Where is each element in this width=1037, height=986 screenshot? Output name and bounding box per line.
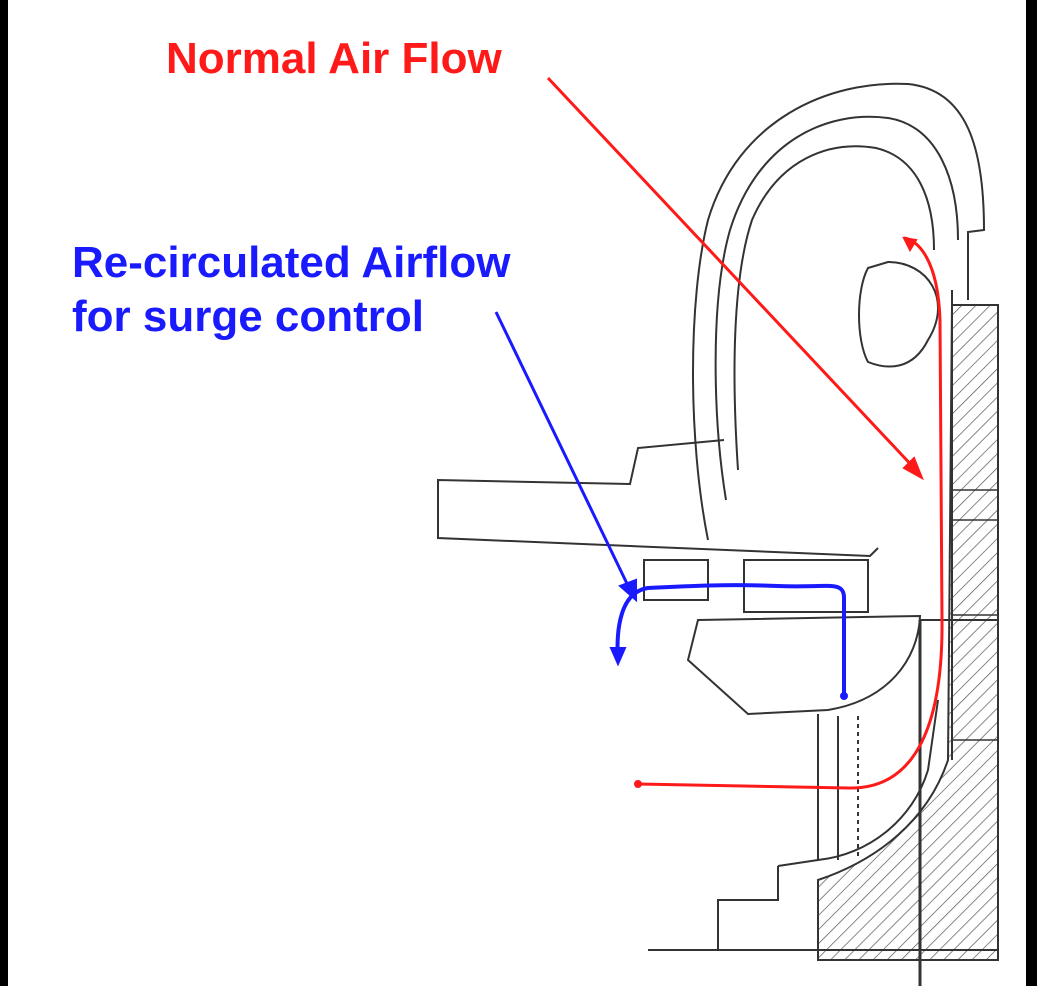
- diffuser-walls: [920, 290, 998, 760]
- compressor-cross-section: [437, 76, 999, 986]
- volute-outlet: [858, 260, 939, 368]
- normal-flow-path: [637, 236, 944, 790]
- normal-flow-start-dot: [634, 780, 642, 788]
- upper-flange: [437, 439, 879, 558]
- recirculated-airflow-label-line2: for surge control: [72, 292, 425, 341]
- diagram-canvas: Normal Air Flow Re-circulated Airflow fo…: [8, 0, 1026, 986]
- normal-flow-arrowhead: [902, 236, 918, 253]
- recirculated-flow-start-dot: [840, 692, 848, 700]
- recirculated-airflow-label-line1: Re-circulated Airflow: [72, 238, 511, 287]
- normal-flow-pointer-arrowhead: [902, 456, 924, 481]
- recirculated-airflow-label: Re-circulated Airflow for surge control: [72, 236, 510, 344]
- recirculated-flow-path: [615, 583, 846, 696]
- recirculated-flow-pointer: [494, 311, 634, 595]
- normal-flow-pointer: [546, 76, 918, 472]
- recirculated-flow-pointer-arrowhead: [618, 578, 637, 603]
- volute-housing: [692, 82, 986, 541]
- recirculation-chamber: [643, 559, 922, 716]
- normal-air-flow-label: Normal Air Flow: [166, 34, 502, 83]
- recirculated-flow-arrowhead: [609, 647, 627, 667]
